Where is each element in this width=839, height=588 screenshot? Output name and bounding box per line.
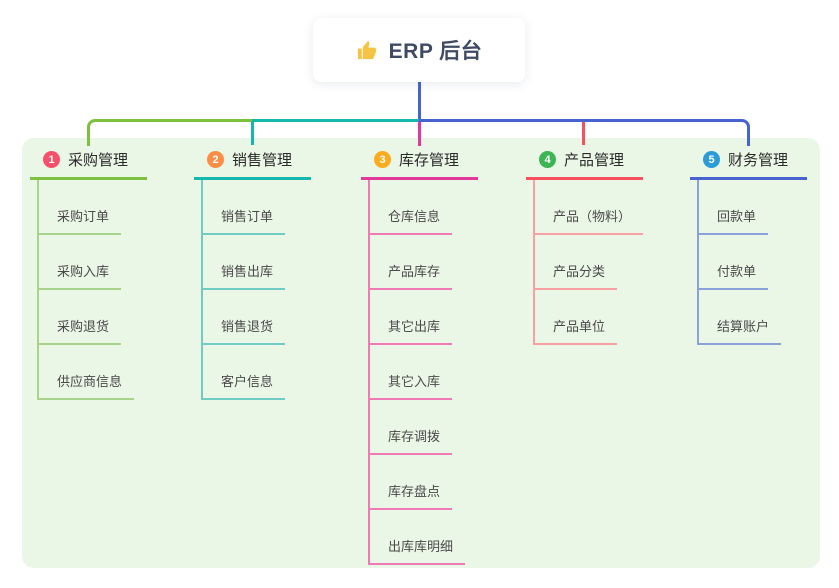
branch-number-badge: 2 [207,151,224,168]
branch-title-label: 财务管理 [728,152,789,169]
child-label[interactable]: 产品单位 [535,316,618,345]
child-node[interactable]: 其它入库 [370,345,478,400]
child-label[interactable]: 回款单 [699,206,769,235]
child-node[interactable]: 仓库信息 [370,180,478,235]
child-label[interactable]: 供应商信息 [39,371,135,400]
child-label[interactable]: 出库库明细 [370,536,466,565]
child-label[interactable]: 产品分类 [535,261,618,290]
branch-title-label: 库存管理 [399,152,460,169]
child-label[interactable]: 其它出库 [370,316,453,345]
branch-procurement: 1 采购管理 采购订单 采购入库 采购退货 供应商信息 [30,146,147,400]
branch-children: 回款单 付款单 结算账户 [697,180,807,345]
branch-inventory: 3 库存管理 仓库信息 产品库存 其它出库 其它入库 库存调拨 库存盘点 出库库… [361,146,478,565]
branch-number-badge: 1 [43,151,60,168]
root-label: ERP 后台 [388,40,483,63]
branch-title[interactable]: 3 库存管理 [361,146,478,180]
child-label[interactable]: 销售退货 [203,316,286,345]
child-node[interactable]: 采购退货 [39,290,147,345]
child-label[interactable]: 采购退货 [39,316,122,345]
branch2-connector-drop [251,121,254,145]
child-node[interactable]: 出库库明细 [370,510,478,565]
branch-number-badge: 4 [539,151,556,168]
thumbs-up-icon [356,39,379,62]
child-node[interactable]: 其它出库 [370,290,478,345]
branch-title-label: 采购管理 [68,152,129,169]
child-label[interactable]: 销售订单 [203,206,286,235]
child-node[interactable]: 采购入库 [39,235,147,290]
child-label[interactable]: 仓库信息 [370,206,453,235]
background-panel [22,138,820,568]
child-node[interactable]: 产品库存 [370,235,478,290]
child-label[interactable]: 其它入库 [370,371,453,400]
branch-title-label: 产品管理 [564,152,625,169]
child-node[interactable]: 库存调拨 [370,400,478,455]
branch-children: 销售订单 销售出库 销售退货 客户信息 [201,180,311,400]
branch-title[interactable]: 5 财务管理 [690,146,807,180]
branch-number-badge: 3 [374,151,391,168]
branch3-connector-drop [418,121,421,146]
child-label[interactable]: 付款单 [699,261,769,290]
branch-children: 仓库信息 产品库存 其它出库 其它入库 库存调拨 库存盘点 出库库明细 [368,180,478,565]
branch-title[interactable]: 1 采购管理 [30,146,147,180]
branch4-connector-drop [582,121,585,145]
child-label[interactable]: 采购入库 [39,261,122,290]
branch-title[interactable]: 4 产品管理 [526,146,643,180]
child-node[interactable]: 产品单位 [535,290,643,345]
child-node[interactable]: 库存盘点 [370,455,478,510]
branch2-connector-segment [252,119,419,122]
branch-children: 产品（物料） 产品分类 产品单位 [533,180,644,345]
branch-finance: 5 财务管理 回款单 付款单 结算账户 [690,146,807,345]
child-label[interactable]: 采购订单 [39,206,122,235]
child-node[interactable]: 付款单 [699,235,807,290]
child-node[interactable]: 供应商信息 [39,345,147,400]
child-node[interactable]: 客户信息 [203,345,311,400]
root-node[interactable]: ERP 后台 [313,18,525,82]
child-node[interactable]: 产品（物料） [535,180,644,235]
child-label[interactable]: 库存调拨 [370,426,453,455]
child-label[interactable]: 销售出库 [203,261,286,290]
child-label[interactable]: 产品（物料） [535,206,644,235]
child-node[interactable]: 销售订单 [203,180,311,235]
child-node[interactable]: 销售出库 [203,235,311,290]
branch-sales: 2 销售管理 销售订单 销售出库 销售退货 客户信息 [194,146,311,400]
branch-children: 采购订单 采购入库 采购退货 供应商信息 [37,180,147,400]
child-label[interactable]: 产品库存 [370,261,453,290]
root-connector-line [418,82,421,121]
child-node[interactable]: 销售退货 [203,290,311,345]
child-label[interactable]: 客户信息 [203,371,286,400]
child-node[interactable]: 结算账户 [699,290,807,345]
child-label[interactable]: 结算账户 [699,316,782,345]
child-node[interactable]: 采购订单 [39,180,147,235]
child-label[interactable]: 库存盘点 [370,481,453,510]
branch-product: 4 产品管理 产品（物料） 产品分类 产品单位 [526,146,644,345]
branch1-connector-elbow [87,119,253,146]
branch-title[interactable]: 2 销售管理 [194,146,311,180]
child-node[interactable]: 回款单 [699,180,807,235]
branch-number-badge: 5 [703,151,720,168]
branch-title-label: 销售管理 [232,152,293,169]
branch5-connector-elbow [419,119,750,146]
child-node[interactable]: 产品分类 [535,235,643,290]
